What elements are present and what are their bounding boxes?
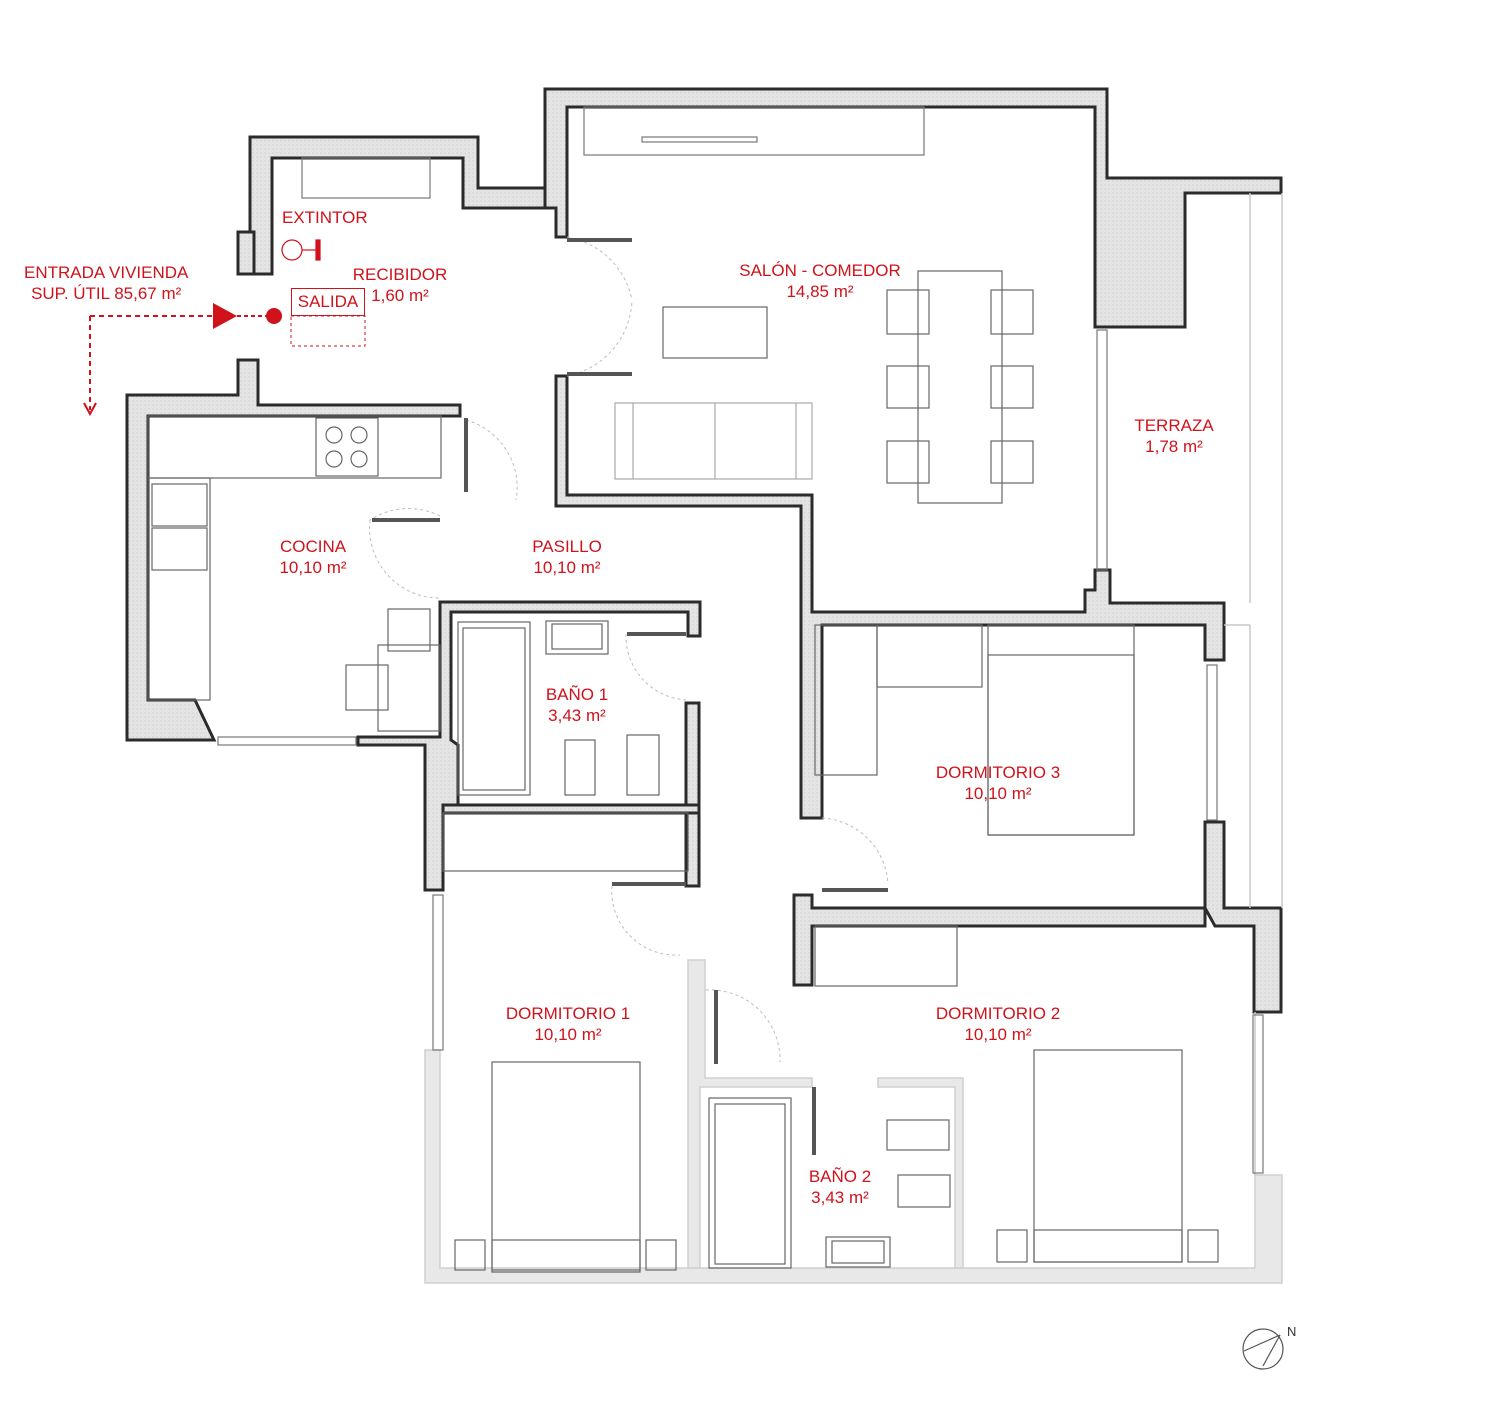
exit-point-icon xyxy=(266,308,282,324)
terraza-railing xyxy=(1224,193,1283,1175)
room-name: SALÓN - COMEDOR xyxy=(739,261,901,280)
wall-cocina-south xyxy=(356,600,702,892)
coffee-table xyxy=(662,306,768,359)
entrance-label: ENTRADA VIVIENDA SUP. ÚTIL 85,67 m² xyxy=(24,262,188,304)
room-label-bano2: BAÑO 2 3,43 m² xyxy=(809,1166,871,1208)
room-area: 10,10 m² xyxy=(533,558,601,577)
entrance-title: ENTRADA VIVIENDA xyxy=(24,263,189,282)
entrance-area: SUP. ÚTIL 85,67 m² xyxy=(31,284,182,303)
room-label-pasillo: PASILLO 10,10 m² xyxy=(532,536,602,578)
room-area: 14,85 m² xyxy=(786,282,854,301)
extinguisher-label: EXTINTOR xyxy=(282,208,368,227)
room-label-cocina: COCINA 10,10 m² xyxy=(279,536,346,578)
room-name: DORMITORIO 3 xyxy=(935,763,1061,782)
wall-salon-north xyxy=(543,87,1283,329)
sofa xyxy=(614,402,813,480)
wall-bano2-west xyxy=(687,959,813,1269)
room-label-dormitorio2: DORMITORIO 2 10,10 m² xyxy=(936,1003,1060,1045)
north-arrow-icon xyxy=(1242,1328,1284,1370)
cooktop xyxy=(315,417,379,477)
door-leaves xyxy=(372,238,888,1155)
north-label: N xyxy=(1287,1324,1297,1339)
wall-dorm2-north xyxy=(792,893,1207,987)
bed-dorm1 xyxy=(491,1061,641,1273)
dining-table xyxy=(917,270,1003,504)
room-area: 10,10 m² xyxy=(964,784,1032,803)
room-label-salon: SALÓN - COMEDOR 14,85 m² xyxy=(739,260,901,302)
windows xyxy=(217,106,1264,1174)
wall-bano1-east xyxy=(684,701,701,888)
exit-label: SALIDA xyxy=(291,288,365,316)
wall-recibidor-west xyxy=(236,230,256,276)
room-area: 10,10 m² xyxy=(964,1025,1032,1044)
room-name: TERRAZA xyxy=(1134,416,1214,435)
bathtub-1 xyxy=(457,621,531,796)
room-area: 3,43 m² xyxy=(811,1188,869,1207)
room-name: BAÑO 1 xyxy=(545,685,609,704)
room-name: RECIBIDOR xyxy=(352,265,448,284)
room-label-recibidor: RECIBIDOR 1,60 m² xyxy=(353,264,447,306)
wall-bano1-south xyxy=(441,803,701,815)
room-label-bano1: BAÑO 1 3,43 m² xyxy=(546,684,608,726)
room-area: 10,10 m² xyxy=(534,1025,602,1044)
extinguisher-icon xyxy=(281,239,321,261)
room-area: 3,43 m² xyxy=(548,706,606,725)
wall-dorm3-east xyxy=(1203,820,1283,1014)
exterior-walls xyxy=(125,87,1283,1284)
room-name: DORMITORIO 1 xyxy=(505,1004,631,1023)
room-area: 1,78 m² xyxy=(1145,437,1203,456)
wall-bano2-east xyxy=(877,1077,964,1269)
wall-recibidor-north xyxy=(248,135,547,276)
furniture xyxy=(147,270,1219,1273)
room-name: BAÑO 2 xyxy=(808,1167,872,1186)
room-name: DORMITORIO 2 xyxy=(935,1004,1061,1023)
room-name: COCINA xyxy=(279,537,347,556)
room-area: 10,10 m² xyxy=(279,558,347,577)
bathtub-2 xyxy=(708,1097,792,1269)
room-area: 1,60 m² xyxy=(371,286,429,305)
room-label-terraza: TERRAZA 1,78 m² xyxy=(1134,415,1213,457)
entrance-arrow-icon xyxy=(213,303,237,329)
room-name: PASILLO xyxy=(532,537,602,556)
room-label-dormitorio1: DORMITORIO 1 10,10 m² xyxy=(506,1003,630,1045)
wall-salon-west xyxy=(554,374,1226,820)
wall-cocina-west xyxy=(125,358,462,742)
evacuation-route xyxy=(83,239,366,417)
room-label-dormitorio3: DORMITORIO 3 10,10 m² xyxy=(936,762,1060,804)
